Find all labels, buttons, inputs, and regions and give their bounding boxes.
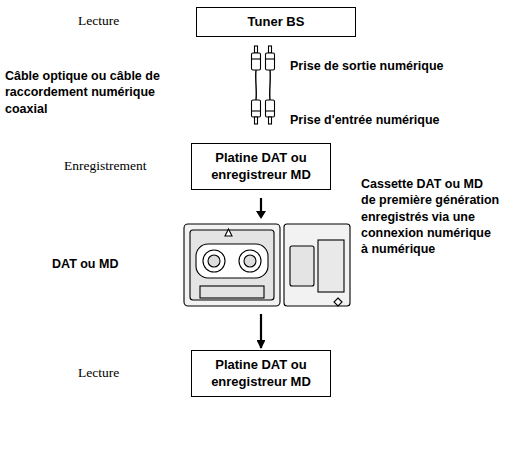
stage-label: Lecture [78, 13, 148, 29]
box-text: Tuner BS [242, 14, 311, 30]
stage-label: Lecture [78, 365, 148, 381]
note-label: Prise d'entrée numérique [290, 112, 500, 128]
cable-illustration [252, 46, 275, 124]
stage-label: Enregistrement [64, 158, 184, 174]
note-label: Cassette DAT ou MD de première génératio… [361, 176, 501, 257]
flow-arrow [260, 198, 262, 348]
device-box: Platine DAT ou enregistreur MD [191, 143, 331, 190]
device-box: Tuner BS [196, 7, 356, 37]
device-box: Platine DAT ou enregistreur MD [191, 350, 331, 397]
md-disc [284, 224, 350, 306]
box-text: Platine DAT ou enregistreur MD [192, 150, 330, 183]
note-label: DAT ou MD [52, 256, 162, 272]
dat-cassette [184, 224, 280, 306]
arrow-head [256, 211, 266, 219]
box-text: Platine DAT ou enregistreur MD [192, 357, 330, 390]
note-label: Câble optique ou câble de raccordement n… [5, 68, 175, 117]
note-label: Prise de sortie numérique [290, 58, 500, 74]
